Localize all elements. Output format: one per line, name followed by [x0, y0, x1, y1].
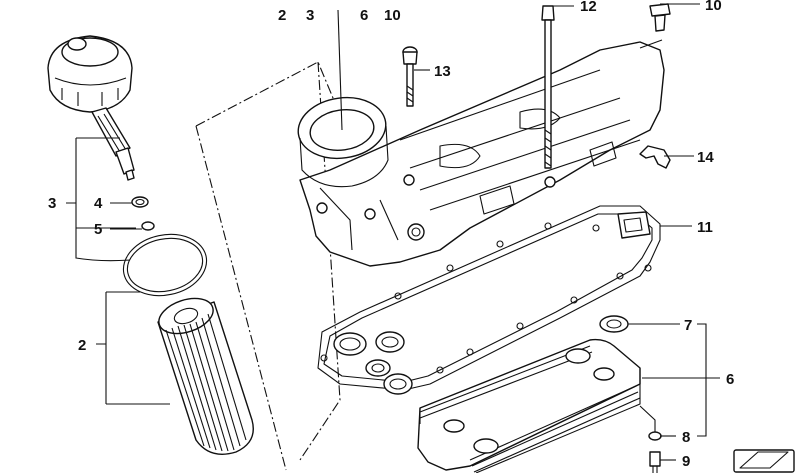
- bolt-13: [402, 46, 418, 107]
- leader-lines: [66, 3, 720, 461]
- callout-gasket-11: 11: [697, 219, 713, 236]
- callout-top-6: 6: [360, 7, 368, 24]
- washer-8: [648, 431, 662, 441]
- callout-plug-10: 10: [705, 0, 722, 14]
- oil-filter-element: [157, 297, 254, 455]
- callout-labels: 2 3 6 10 12 10 13 14 11 3 4 5 2 7 6 8 9: [48, 0, 734, 470]
- callout-left-2: 2: [78, 337, 86, 354]
- clip-14: [639, 145, 671, 169]
- callout-bolt-13: 13: [434, 63, 451, 80]
- large-o-ring: [122, 233, 208, 297]
- callout-left-5: 5: [94, 221, 102, 238]
- gasket-11: [317, 205, 661, 395]
- callout-top-10: 10: [384, 7, 401, 24]
- seal-ring-7: [599, 315, 629, 333]
- callout-washer-8: 8: [682, 429, 690, 446]
- o-ring-5: [141, 221, 155, 231]
- callout-bolt-12: 12: [580, 0, 597, 15]
- screw-9: [649, 451, 661, 473]
- oil-cooler: [417, 338, 641, 473]
- callout-clip-14: 14: [697, 149, 714, 166]
- logo-box: [733, 449, 795, 473]
- callout-top-3: 3: [306, 7, 314, 24]
- callout-left-4: 4: [94, 195, 103, 212]
- callout-top-2: 2: [278, 7, 286, 24]
- callout-left-3: 3: [48, 195, 56, 212]
- oil-filter-cap: [47, 35, 135, 181]
- callout-ring-7: 7: [684, 317, 692, 334]
- oil-filter-housing: [297, 39, 665, 267]
- callout-cooler-6: 6: [726, 371, 734, 388]
- plug-10: [649, 3, 671, 32]
- seal-ring-4: [131, 196, 149, 208]
- callout-screw-9: 9: [682, 453, 690, 470]
